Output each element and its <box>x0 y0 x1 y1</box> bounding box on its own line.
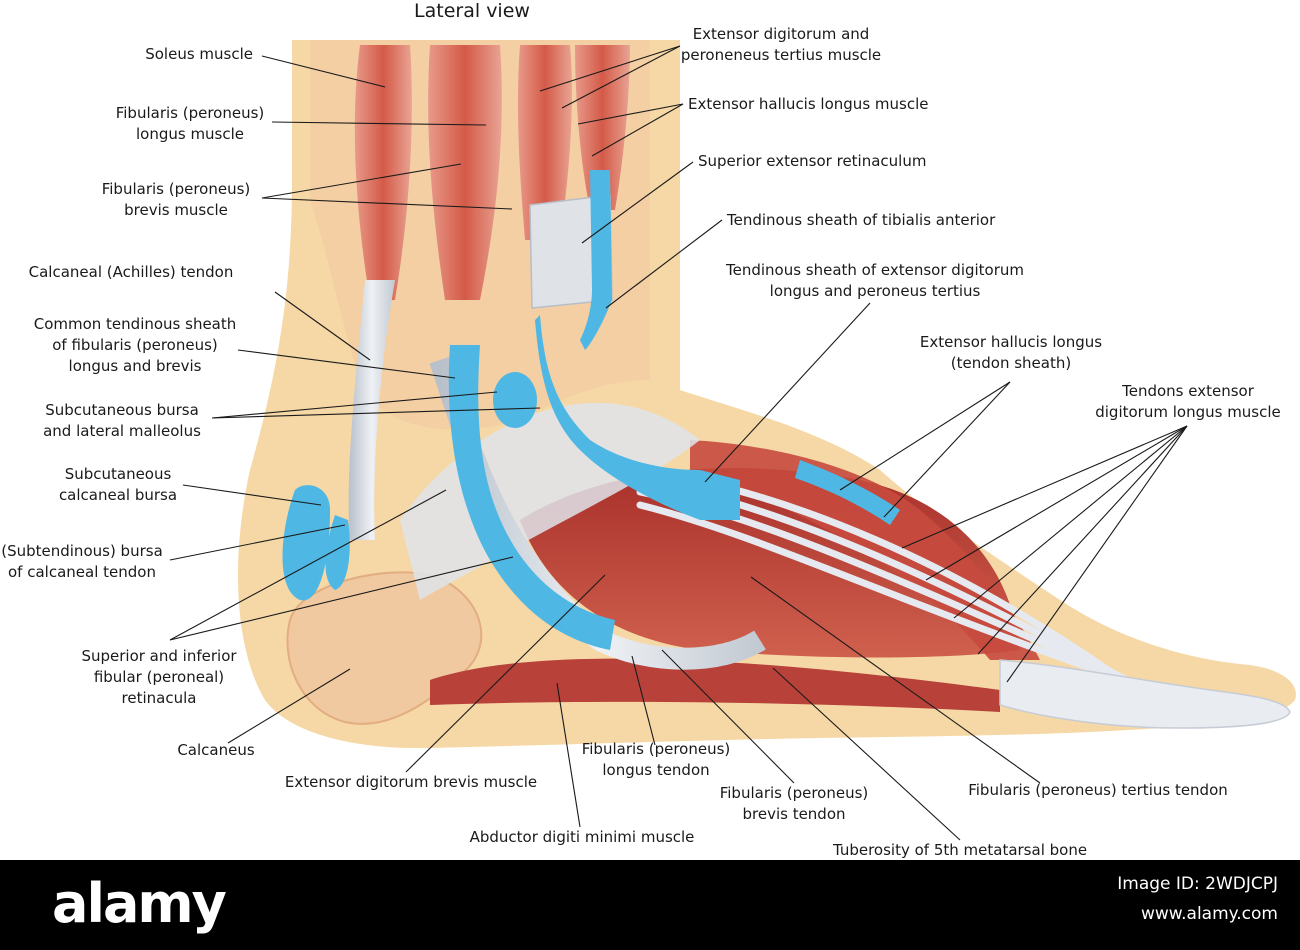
label-subcut-calcaneal-bursa: Subcutaneous calcaneal bursa <box>58 465 178 504</box>
tendon-sheaths <box>282 170 900 650</box>
label-calcaneus: Calcaneus <box>177 741 255 759</box>
leader-fib-brevis-muscle-a <box>261 163 462 199</box>
label-fib-longus-tendon: Fibularis (peroneus) longus tendon <box>581 740 731 779</box>
common-sheath-shape <box>448 345 615 650</box>
label-fib-tertius-tendon: Fibularis (peroneus) tertius tendon <box>968 781 1228 799</box>
leader-soleus <box>261 55 386 88</box>
ext-dig-sheath-shape <box>535 315 740 520</box>
leader-ext-dig-peron-b <box>561 45 681 109</box>
leader-fib-longus-muscle <box>271 121 487 126</box>
leader-abductor <box>556 682 581 828</box>
tib-ant-sheath-shape <box>580 170 612 350</box>
label-tuberosity: Tuberosity of 5th metatarsal bone <box>832 841 1088 859</box>
image-id-text: Image ID: 2WDJCPJ <box>1117 874 1278 894</box>
leader-subtendinous <box>169 524 346 561</box>
leader-ext-hall-sheath-b <box>883 381 1011 518</box>
label-achilles: Calcaneal (Achilles) tendon <box>28 263 234 281</box>
achilles-shape <box>348 280 395 540</box>
label-subtendinous-bursa: (Subtendinous) bursa of calcaneal tendon <box>1 542 163 581</box>
alamy-logo: alamy <box>52 872 227 935</box>
label-ext-hall-sheath: Extensor hallucis longus (tendon sheath) <box>919 333 1103 372</box>
ext-dig-shape <box>517 45 572 240</box>
foot-illustration <box>238 40 1296 749</box>
leader-lines <box>169 45 1188 841</box>
leader-ext-hall-sheath-a <box>839 381 1011 491</box>
leader-fib-longus-tendon <box>631 655 656 746</box>
label-sup-ext-retinaculum: Superior extensor retinaculum <box>698 152 927 170</box>
watermark-bar <box>0 860 1300 950</box>
leader-fib-brevis-muscle-b <box>261 197 513 210</box>
leader-sup-ext-ret <box>581 161 694 244</box>
toes <box>999 659 1291 729</box>
label-abductor: Abductor digiti minimi muscle <box>469 828 695 846</box>
leader-calcaneus <box>227 668 351 744</box>
label-ext-dig-brevis: Extensor digitorum brevis muscle <box>284 773 538 791</box>
calcaneal-bursa-shape <box>282 485 330 601</box>
label-tendons-ext-dig: Tendons extensor digitorum longus muscle <box>1095 382 1281 421</box>
leader-malleolus-b <box>211 407 541 419</box>
leader-retinacula-a <box>169 489 447 641</box>
leader-retinacula-b <box>169 556 514 641</box>
label-sheath-ext-dig: Tendinous sheath of extensor digitorum l… <box>725 261 1025 300</box>
leader-calcaneal-bursa <box>182 484 322 506</box>
label-soleus: Soleus muscle <box>145 45 253 63</box>
leader-ext-hall-muscle-b <box>591 103 684 157</box>
label-ext-dig-peron-tertius: Extensor digitorum and peroneneus tertiu… <box>680 25 882 64</box>
label-fib-longus-muscle: Fibularis (peroneus) longus muscle <box>115 104 265 143</box>
leader-fib-brevis-tendon <box>661 649 795 784</box>
label-fib-brevis-tendon: Fibularis (peroneus) brevis tendon <box>719 784 869 823</box>
label-ext-hall-longus-muscle: Extensor hallucis longus muscle <box>688 95 929 113</box>
leader-tendons-c <box>953 425 1188 619</box>
label-retinacula: Superior and inferior fibular (peroneal)… <box>81 647 237 707</box>
fib-longus-shape <box>428 45 502 300</box>
abductor-shape <box>430 658 1000 712</box>
leader-achilles <box>274 291 371 361</box>
ext-hall-sheath-shape <box>795 460 900 525</box>
label-common-sheath: Common tendinous sheath of fibularis (pe… <box>33 315 237 375</box>
soleus-shape <box>354 45 412 300</box>
leader-ext-dig-brevis <box>405 574 606 773</box>
ext-hall-shape <box>575 45 630 210</box>
site-url-text: www.alamy.com <box>1140 904 1278 924</box>
leader-tendons-b <box>925 425 1188 581</box>
leader-tuberosity <box>772 667 961 841</box>
leader-malleolus-a <box>211 391 498 419</box>
diagram-canvas: Lateral view Soleus muscle Fibularis (pe… <box>1 0 1296 859</box>
leader-sheath-ext-dig <box>704 302 871 483</box>
subtendinous-bursa-shape <box>325 515 350 590</box>
leader-fib-tertius <box>750 576 1041 784</box>
label-subcut-bursa-malleolus: Subcutaneous bursa and lateral malleolus <box>43 401 201 440</box>
label-fib-brevis-muscle: Fibularis (peroneus) brevis muscle <box>101 180 251 219</box>
leader-ext-dig-peron-a <box>539 45 681 92</box>
leader-tendons-a <box>901 425 1188 549</box>
leader-ext-hall-muscle-a <box>577 103 684 125</box>
leader-tib-ant <box>605 219 723 309</box>
leader-tendons-d <box>977 425 1188 655</box>
label-sheath-tib-ant: Tendinous sheath of tibialis anterior <box>727 211 996 229</box>
malleolus-bursa-shape <box>493 372 537 428</box>
diagram-title: Lateral view <box>414 0 530 22</box>
leader-tendons-e <box>1006 425 1188 683</box>
leader-common-sheath <box>237 349 456 379</box>
